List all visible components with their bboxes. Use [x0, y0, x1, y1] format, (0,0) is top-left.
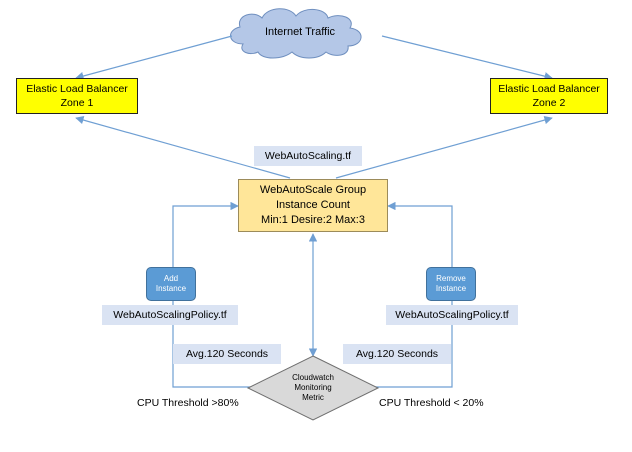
add-instance-line1: Add	[163, 274, 179, 283]
arrow-group-to-elb2	[335, 115, 553, 179]
monitor-line1: Cloudwatch	[292, 373, 334, 382]
policy-right-label: WebAutoScalingPolicy.tf	[386, 305, 518, 325]
add-instance-button[interactable]: Add Instance	[146, 267, 196, 301]
avg-right-label: Avg.120 Seconds	[343, 344, 451, 364]
monitor-line2: Monitoring	[294, 383, 332, 392]
threshold-left-label: CPU Threshold >80%	[137, 397, 239, 409]
remove-instance-button[interactable]: Remove Instance	[426, 267, 476, 301]
elb-zone2: Elastic Load Balancer Zone 2	[490, 78, 608, 114]
monitor-line3: Metric	[302, 393, 324, 402]
monitor-diamond	[246, 355, 380, 421]
remove-instance-line2: Instance	[435, 284, 467, 293]
group-counts: Min:1 Desire:2 Max:3	[261, 214, 365, 226]
elb-zone1-title: Elastic Load Balancer	[26, 83, 128, 95]
arrow-cloud-to-elb1	[75, 35, 233, 81]
group-subtitle: Instance Count	[276, 199, 350, 211]
cloud-shape	[230, 8, 362, 59]
autoscaling-file-label: WebAutoScaling.tf	[254, 146, 362, 166]
avg-left-label: Avg.120 Seconds	[173, 344, 281, 364]
arrow-group-to-elb1	[75, 115, 291, 179]
arrow-cloud-to-elb2	[381, 35, 553, 81]
policy-left-label: WebAutoScalingPolicy.tf	[102, 305, 238, 325]
group-title: WebAutoScale Group	[259, 184, 367, 196]
elb-zone1: Elastic Load Balancer Zone 1	[16, 78, 138, 114]
autoscale-group: WebAutoScale Group Instance Count Min:1 …	[238, 179, 388, 232]
add-instance-line2: Instance	[155, 284, 187, 293]
elb-zone2-title: Elastic Load Balancer	[498, 83, 600, 95]
elb-zone1-zone: Zone 1	[60, 97, 94, 109]
monitor-label: Cloudwatch Monitoring Metric	[273, 372, 353, 404]
threshold-right-label: CPU Threshold < 20%	[379, 397, 484, 409]
elb-zone2-zone: Zone 2	[532, 97, 566, 109]
remove-instance-line1: Remove	[436, 274, 466, 283]
cloud-label: Internet Traffic	[264, 26, 336, 38]
